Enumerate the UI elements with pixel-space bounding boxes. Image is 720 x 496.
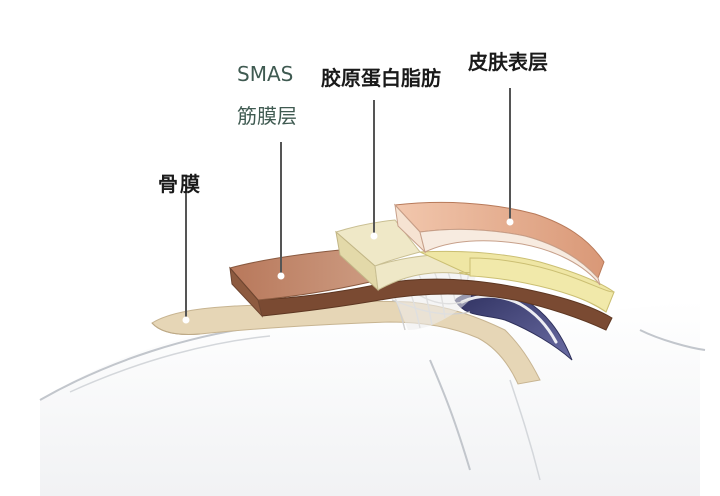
label-smas: SMAS <box>237 62 294 86</box>
dot-collagen-fat <box>370 232 378 240</box>
bone-structure <box>39 300 706 496</box>
label-smas-fascia: 筋膜层 <box>237 104 297 128</box>
dot-smas <box>277 272 285 280</box>
label-periosteum: 骨膜 <box>158 172 202 196</box>
leader-lines <box>185 88 511 320</box>
label-collagen-fat: 胶原蛋白脂肪 <box>321 66 441 90</box>
leader-dots <box>182 218 514 324</box>
yellow-fat-layer <box>419 250 615 313</box>
label-epidermis: 皮肤表层 <box>468 50 548 74</box>
dot-epidermis <box>506 218 514 226</box>
epidermis-layer <box>393 201 605 286</box>
dot-periosteum <box>182 316 190 324</box>
